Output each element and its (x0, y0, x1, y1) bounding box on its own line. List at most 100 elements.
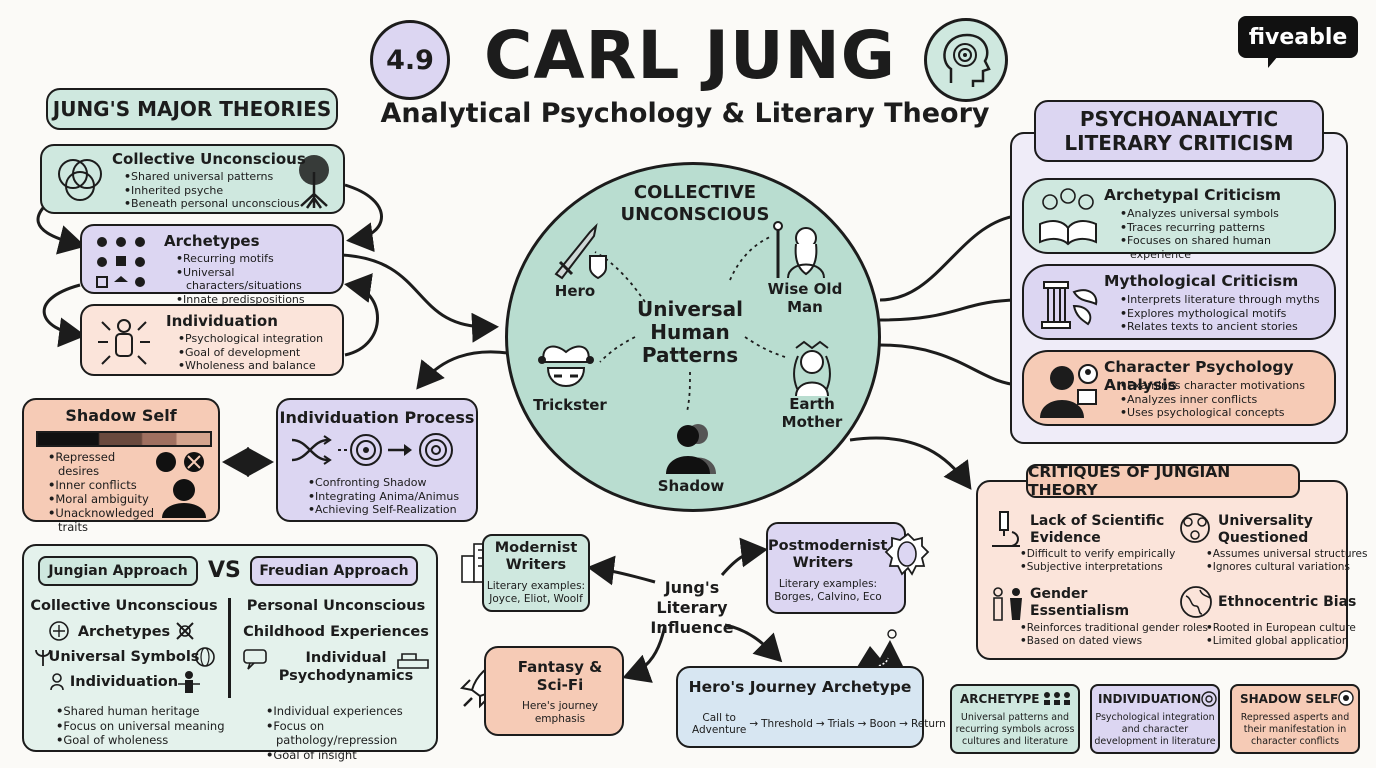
scientific-list: Difficult to verify empirically Subjecti… (1016, 548, 1176, 574)
list-item: Explores mythological motifs (1127, 307, 1320, 321)
masked-shadow-figures-icon (156, 452, 206, 518)
freudian-row: Childhood Experiences (243, 624, 429, 640)
standing-person-icon (178, 671, 200, 693)
tree-roots-icon (299, 155, 329, 209)
list-item: Achieving Self-Realization (315, 503, 459, 517)
archetypes-list: Recurring motifs Universal characters/si… (172, 252, 342, 306)
fantasy-scifi-card: Fantasy & Sci-Fi Here's journey emphasis (484, 646, 624, 736)
freudian-approach-text: Freudian Approach (259, 563, 409, 579)
list-item: Analyzes inner conflicts (1127, 393, 1305, 407)
list-item: Unacknowledged traits (55, 506, 158, 534)
character-list: Examines character motivations Analyzes … (1116, 379, 1305, 420)
ethnocentric-list: Rooted in European culture Limited globa… (1202, 622, 1356, 648)
archetype-figures-icon (96, 237, 145, 288)
individuation-process-list: Confronting Shadow Integrating Anima/Ani… (304, 476, 459, 517)
critiques-heading: CRITIQUES OF JUNGIAN THEORY (1026, 463, 1300, 499)
freudian-row: Individual Psychodynamics (278, 650, 414, 684)
gender-list: Reinforces traditional gender roles Base… (1016, 622, 1208, 648)
major-theories-heading: JUNG'S MAJOR THEORIES (46, 88, 338, 130)
glossary-archetype-card: ARCHETYPE Universal patterns and recurri… (950, 684, 1080, 754)
list-item: Limited global application (1213, 635, 1356, 648)
collective-list: Shared universal patterns Inherited psyc… (120, 170, 300, 211)
postmodernist-writers-card: Postmodernist Writers Literary examples:… (766, 522, 906, 614)
arrow-influence-postmodernist (720, 537, 768, 576)
scientific-title: Lack of Scientific Evidence (1030, 513, 1165, 546)
network-icon (1180, 513, 1210, 543)
modernist-title: Modernist Writers (494, 540, 578, 573)
mythological-criticism-card: Mythological Criticism Interprets litera… (1022, 264, 1336, 340)
universality-list: Assumes universal structures Ignores cul… (1202, 548, 1368, 574)
shadow-label: Shadow (657, 477, 725, 495)
universal-patterns-label: Universal Human Patterns (636, 297, 744, 367)
archetypes-title: Archetypes (164, 232, 260, 250)
individuation-title: Individuation (166, 312, 278, 330)
arrow-collective-archetypes-right (344, 183, 383, 253)
profile-head-icon (1338, 690, 1354, 706)
arrow-theories-center (341, 253, 499, 343)
hero-label: Hero (554, 282, 596, 300)
fantasy-title: Fantasy & Sci-Fi (517, 658, 603, 694)
collective-unconscious-card: Collective Unconscious Shared universal … (40, 144, 345, 214)
list-item: Reinforces traditional gender roles (1027, 622, 1208, 635)
mythological-list: Interprets literature through myths Expl… (1116, 293, 1320, 334)
list-item: Repressed desires (55, 450, 158, 478)
arrow-icon: → (857, 718, 867, 730)
freudian-approach-label: Freudian Approach (250, 556, 418, 586)
open-book-icon (1039, 188, 1097, 246)
list-item: Goal of wholeness (63, 733, 225, 748)
archetypes-card: Archetypes Recurring motifs Universal ch… (80, 224, 344, 306)
journey-step: Boon (869, 718, 897, 730)
list-item: Difficult to verify empirically (1027, 548, 1176, 561)
heros-journey-card: Hero's Journey Archetype Call to Adventu… (676, 666, 946, 748)
shadow-self-list: Repressed desires Inner conflicts Moral … (44, 450, 158, 534)
earth-mother-icon (793, 340, 831, 396)
freudian-points: Individual experiences Focus on patholog… (262, 704, 436, 762)
list-item: Rooted in European culture (1213, 622, 1356, 635)
line-center-character (879, 343, 1023, 387)
fantasy-sub: Here's journey emphasis (521, 700, 599, 725)
postmodernist-title: Postmodernist Writers (768, 538, 888, 571)
trident-symbol-icon (35, 649, 51, 666)
sword-shield-icon (554, 222, 607, 280)
list-item: Ignores cultural variations (1213, 561, 1368, 574)
reader-profile-icon (1040, 364, 1098, 418)
mirror-icon (884, 532, 930, 576)
head-spiral-icon (924, 18, 1008, 102)
chapter-badge: 4.9 (370, 20, 450, 100)
page-title: CARL JUNG (484, 17, 896, 94)
ethnocentric-title: Ethnocentric Bias (1218, 594, 1357, 610)
list-item: Analyzes universal symbols (1127, 207, 1334, 221)
shadow-self-title: Shadow Self (65, 406, 177, 425)
critiques-heading-text: CRITIQUES OF JUNGIAN THEORY (1028, 463, 1231, 499)
list-item: Focus on universal meaning (63, 719, 224, 734)
earth-mother-label: Earth Mother (781, 395, 843, 431)
jungian-row: Individuation (69, 674, 179, 690)
arrow-icon: → (899, 718, 908, 730)
glossary-archetype-text: Universal patterns and recurring symbols… (955, 712, 1075, 747)
list-item: Individual experiences (273, 704, 436, 719)
shadow-self-card: Shadow Self Repressed desires Inner conf… (22, 398, 220, 534)
jungian-vs-freudian-panel: Jungian Approach VS Freudian Approach Co… (22, 544, 438, 762)
collective-unconscious-circle (505, 162, 881, 512)
arrow-individuation-archetypes (344, 273, 379, 357)
couch-icon (397, 653, 429, 669)
journey-steps: Call to Adventure → Threshold → Trials →… (692, 712, 946, 736)
psychoanalytic-heading: PSYCHOANALYTIC LITERARY CRITICISM (1034, 100, 1324, 162)
list-item: Goal of insight (273, 748, 436, 763)
list-item: Wholeness and balance (185, 359, 323, 373)
list-item: Relates texts to ancient stories (1127, 320, 1320, 334)
circle-title: COLLECTIVE UNCONSCIOUS (620, 182, 770, 225)
jester-mask-icon (538, 345, 594, 387)
chapter-number: 4.9 (386, 44, 434, 76)
shadow-silhouette-icon (666, 424, 716, 474)
list-item: Beneath personal unconscious (131, 197, 300, 211)
brand-logo-text: fiveable (1248, 24, 1348, 50)
brand-logo: fiveable (1238, 16, 1358, 58)
jungian-approach-label: Jungian Approach (38, 556, 198, 586)
list-item: Interprets literature through myths (1127, 293, 1320, 307)
glossary-individuation-title: INDIVIDUATION (1098, 692, 1202, 706)
journey-step: Call to Adventure (692, 712, 747, 736)
list-item: Uses psychological concepts (1127, 406, 1305, 420)
column-wing-icon (1041, 281, 1098, 329)
speech-bubble-icon (243, 649, 267, 670)
